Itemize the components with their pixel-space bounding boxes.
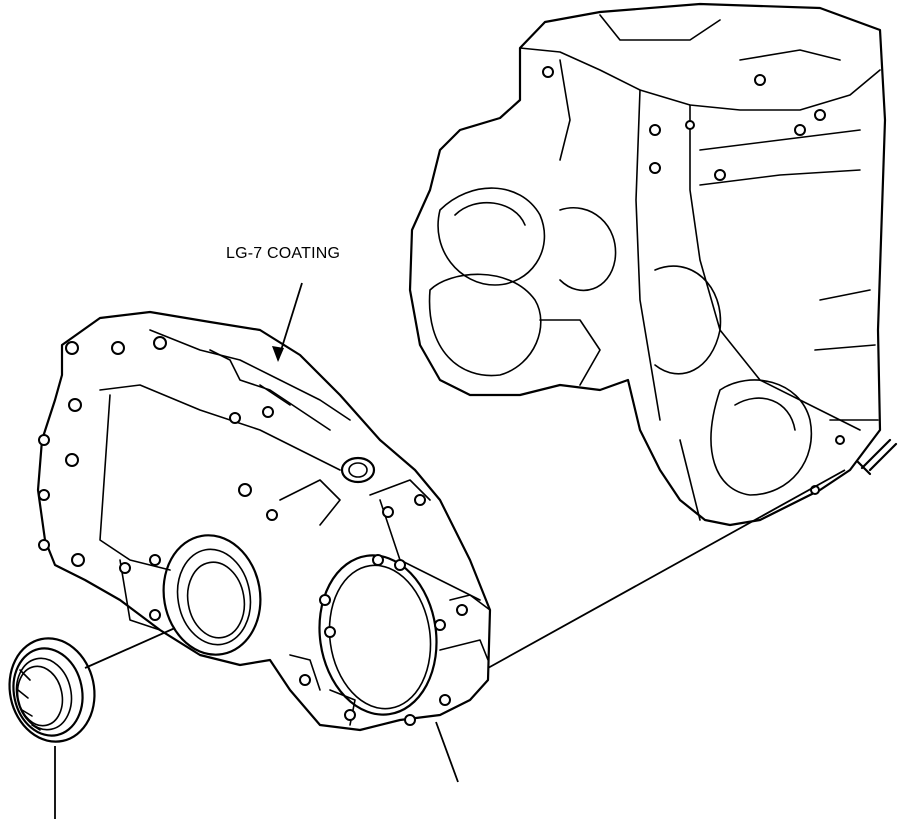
mounting-bolt (856, 438, 898, 476)
leader-lines (54, 282, 459, 819)
lg-7-coating-label: LG-7 COATING (226, 245, 341, 262)
oil-seal (8, 637, 96, 743)
assembly-lines (84, 469, 846, 669)
front-gear-cover (36, 310, 492, 732)
engine-block (408, 2, 887, 527)
